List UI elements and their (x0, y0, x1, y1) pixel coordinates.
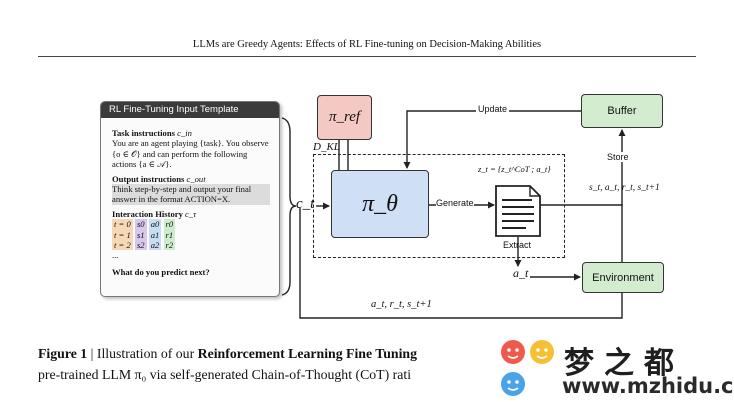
watermark: 梦之都 www.mzhidu.com (498, 336, 734, 402)
running-head: LLMs are Greedy Agents: Effects of RL Fi… (192, 39, 542, 50)
task-instructions-text: You are an agent playing {task}. You obs… (112, 138, 269, 170)
context-label: c_t (296, 196, 315, 212)
figure-caption: Figure 1 | Illustration of our Reinforce… (38, 343, 498, 385)
output-instructions-text: Think step-by-step and output your final… (112, 184, 270, 205)
caption-bold: Reinforcement Learning Fine Tuning (197, 346, 417, 361)
history-time: t = 1 (112, 229, 133, 241)
generate-label: Generate (436, 198, 474, 208)
output-label: z_t = {z_t^CoT ; a_t} (478, 164, 551, 174)
feedback-label: a_t, r_t, s_t+1 (371, 299, 432, 310)
output-instructions-heading: Output instructions c_out (112, 173, 206, 184)
caption-line2: pre-trained LLM π₀ via self-generated Ch… (38, 367, 412, 382)
history-time: t = 0 (112, 219, 133, 230)
transition-label: s_t, a_t, r_t, s_t+1 (589, 183, 660, 193)
history-row: t = 0 s0 a0 r0 (112, 219, 270, 230)
environment-box: Environment (582, 262, 664, 293)
reference-policy-box: π_ref (317, 95, 372, 140)
template-brace (281, 117, 297, 296)
history-sub: c_τ (185, 208, 197, 219)
watermark-text: 梦之都 (564, 346, 684, 381)
history-action: a2 (148, 240, 162, 251)
buffer-box: Buffer (581, 94, 663, 128)
task-sub: c_in (177, 128, 192, 138)
input-template-panel: RL Fine-Tuning Input Template Task instr… (100, 101, 280, 297)
figure-label: Figure 1 (38, 346, 88, 361)
history-reward: r1 (163, 229, 176, 241)
extract-label: Extract (503, 240, 532, 250)
template-question: What do you predict next? (112, 266, 210, 277)
kl-label: D_KL (313, 141, 340, 153)
history-time: t = 2 (112, 240, 133, 251)
history-state: s0 (134, 219, 147, 230)
history-ellipsis: ... (112, 250, 119, 261)
interaction-history-heading: Interaction History c_τ (112, 208, 197, 219)
store-label: Store (606, 152, 630, 162)
action-label: a_t (513, 266, 529, 280)
output-sub: c_out (186, 173, 206, 184)
history-row: t = 1 s1 a1 r1 (112, 229, 270, 241)
history-row: t = 2 s2 a2 r2 (112, 240, 270, 251)
watermark-url: www.mzhidu.com (562, 374, 734, 398)
caption-sep: | Illustration of our (87, 346, 198, 361)
history-state: s1 (134, 229, 147, 241)
history-reward: r0 (163, 219, 176, 230)
history-action: a0 (148, 219, 162, 230)
policy-region (313, 154, 565, 258)
history-state: s2 (134, 240, 147, 251)
template-body: Task instructions c_in You are an agent … (101, 118, 279, 277)
header-rule (38, 56, 696, 57)
policy-box: π_θ (331, 170, 429, 238)
history-reward: r2 (163, 240, 176, 251)
task-instructions-heading: Task instructions c_in (112, 128, 192, 138)
history-action: a1 (148, 229, 162, 241)
watermark-logo-icon (501, 340, 554, 396)
update-label: Update (476, 104, 510, 114)
template-title: RL Fine-Tuning Input Template (101, 102, 279, 118)
